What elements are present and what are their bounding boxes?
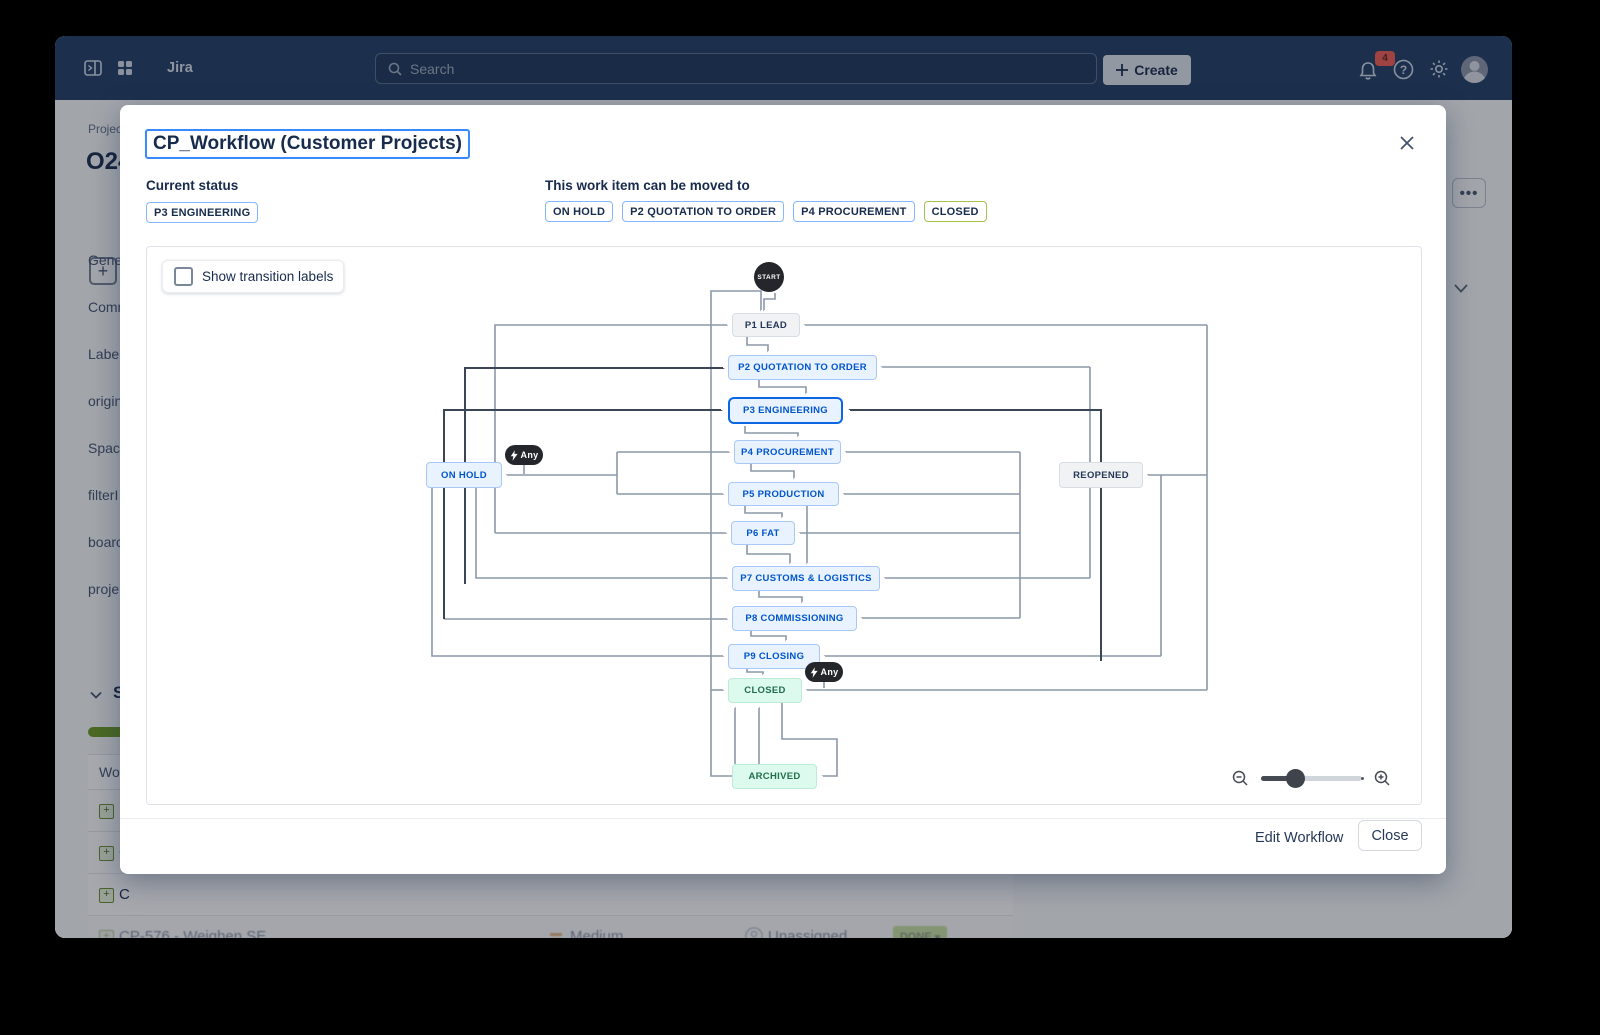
work-item-key[interactable]: CP-576 - Weighen SE… — [119, 928, 282, 938]
expand-plus-icon[interactable]: + — [99, 888, 114, 903]
zoom-controls — [1232, 763, 1407, 793]
move-badge-p2-quotation-to-order: P2 QUOTATION TO ORDER — [622, 201, 785, 222]
available-transitions: ON HOLD P2 QUOTATION TO ORDER P4 PROCUREME… — [545, 201, 987, 222]
edit-workflow-button[interactable]: Edit Workflow — [1255, 830, 1344, 846]
show-transition-labels-control[interactable]: Show transition labels — [162, 260, 344, 293]
move-badge-p4-procurement: P4 PROCUREMENT — [793, 201, 915, 222]
create-button[interactable]: Create — [1103, 55, 1191, 85]
checkbox-label: Show transition labels — [202, 269, 334, 284]
assignee-label: Unassigned — [768, 928, 848, 938]
workflow-node-archived[interactable]: ARCHIVED — [732, 764, 817, 789]
table-row[interactable]: + CP-576 - Weighen SE… Medium Unassigned… — [88, 916, 1013, 938]
assignee-avatar-icon — [745, 927, 763, 938]
workflow-name-input[interactable]: CP_Workflow (Customer Projects) — [145, 129, 470, 159]
workflow-node-any-2[interactable]: Any — [805, 662, 843, 682]
user-avatar[interactable] — [1461, 56, 1488, 83]
expand-plus-icon[interactable]: + — [99, 804, 114, 819]
close-button[interactable]: Close — [1358, 820, 1422, 851]
expand-plus-icon[interactable]: + — [99, 930, 114, 938]
zoom-slider-fill — [1261, 775, 1294, 781]
left-item-gene[interactable]: Gene — [88, 252, 123, 268]
workflow-node-p8-commissioning[interactable]: P8 COMMISSIONING — [732, 606, 857, 631]
workflow-node-p2-quotation-to-order[interactable]: P2 QUOTATION TO ORDER — [728, 355, 877, 380]
move-badge-on-hold: ON HOLD — [545, 201, 614, 222]
close-icon[interactable] — [1396, 132, 1418, 154]
chevron-down-icon[interactable] — [90, 690, 102, 700]
app-logo-text[interactable]: Jira — [167, 60, 193, 76]
left-item-proje[interactable]: proje — [88, 581, 120, 597]
workflow-node-p4-procurement[interactable]: P4 PROCUREMENT — [734, 440, 841, 464]
current-status-badge: P3 ENGINEERING — [146, 202, 259, 223]
workflow-node-p3-engineering[interactable]: P3 ENGINEERING — [728, 397, 843, 424]
zoom-slider-thumb[interactable] — [1286, 768, 1305, 788]
breadcrumb[interactable]: Projec — [88, 122, 123, 136]
zoom-slider[interactable] — [1261, 768, 1364, 788]
search-input[interactable]: Search — [375, 53, 1097, 84]
create-label: Create — [1134, 62, 1178, 78]
table-row[interactable]: +C — [88, 874, 1013, 916]
workflow-diagram-panel: START P1 LEAD P2 QUOTATION TO ORDER P3 ENGI… — [146, 246, 1422, 805]
plus-icon — [1116, 64, 1129, 76]
workflow-node-reopened[interactable]: REOPENED — [1059, 462, 1143, 488]
jira-window: Jira Search Create 4 ? Projec O24 + Gene… — [55, 36, 1512, 938]
workflow-node-start[interactable]: START — [754, 262, 784, 292]
footer-divider — [120, 818, 1446, 819]
search-placeholder: Search — [410, 60, 455, 77]
notifications-bell-icon[interactable] — [1358, 61, 1378, 81]
sidebar-collapse-icon[interactable] — [84, 60, 102, 76]
workflow-node-any-1[interactable]: Any — [505, 445, 543, 465]
current-status-label: Current status — [146, 178, 239, 193]
zoom-out-icon[interactable] — [1232, 770, 1249, 787]
priority-label: Medium — [570, 928, 624, 938]
settings-gear-icon[interactable] — [1428, 58, 1450, 80]
left-item-filteri[interactable]: filterI — [88, 487, 119, 503]
work-item-key[interactable]: C — [119, 886, 130, 903]
top-navigation-bar: Jira Search Create 4 ? — [55, 36, 1512, 100]
lightning-bolt-icon — [510, 449, 518, 461]
person-silhouette-icon — [1463, 61, 1486, 83]
workflow-dialog: CP_Workflow (Customer Projects) Current … — [120, 105, 1446, 874]
svg-text:?: ? — [1400, 63, 1407, 77]
workflow-node-p1-lead[interactable]: P1 LEAD — [732, 313, 800, 337]
left-item-origin[interactable]: origin — [88, 393, 123, 409]
chevron-down-icon[interactable] — [1453, 282, 1469, 294]
notification-count-badge: 4 — [1375, 51, 1395, 66]
workflow-node-on-hold[interactable]: ON HOLD — [426, 462, 502, 488]
checkbox[interactable] — [174, 267, 193, 286]
search-icon — [388, 62, 402, 76]
left-item-label[interactable]: Label — [88, 346, 123, 362]
section-heading: S — [113, 683, 125, 702]
left-item-comr[interactable]: Comr — [88, 299, 123, 315]
moves-label: This work item can be moved to — [545, 178, 750, 193]
workflow-node-p7-customs-logistics[interactable]: P7 CUSTOMS & LOGISTICS — [732, 566, 880, 591]
workflow-node-closed[interactable]: CLOSED — [728, 678, 802, 703]
move-badge-closed: CLOSED — [923, 201, 987, 222]
expand-plus-icon[interactable]: + — [99, 846, 114, 861]
workflow-node-p5-production[interactable]: P5 PRODUCTION — [728, 482, 839, 506]
workflow-node-p9-closing[interactable]: P9 CLOSING — [728, 644, 820, 669]
help-icon[interactable]: ? — [1393, 59, 1414, 80]
more-options-button[interactable]: ••• — [1452, 178, 1486, 208]
zoom-in-icon[interactable] — [1374, 770, 1391, 787]
workflow-node-p6-fat[interactable]: P6 FAT — [731, 521, 795, 545]
lightning-bolt-icon — [810, 666, 818, 678]
left-item-spac[interactable]: Spac — [88, 440, 120, 456]
status-dropdown[interactable]: DONE▾ — [893, 926, 947, 938]
zoom-slider-end-dot — [1361, 776, 1364, 780]
priority-medium-icon — [550, 933, 562, 938]
left-item-boarc[interactable]: boarc — [88, 534, 124, 550]
add-button[interactable]: + — [89, 257, 117, 285]
app-switcher-icon[interactable] — [117, 60, 133, 76]
